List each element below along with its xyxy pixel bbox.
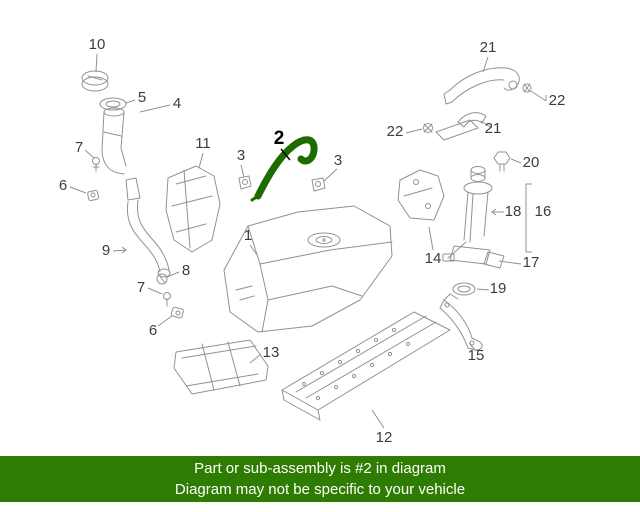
part-label-7-lower: 7: [137, 279, 145, 296]
filler-hose-part-9: [125, 177, 171, 278]
part-label-19: 19: [490, 280, 507, 297]
elbow-part-21-lower: [435, 112, 487, 141]
highlighted-hose-end: [250, 194, 260, 202]
vent-hose-part-21: [443, 67, 520, 105]
clamp-part-6-upper: [87, 189, 100, 202]
heat-shield-part-11: [165, 165, 221, 253]
part-label-17: 17: [523, 254, 540, 271]
highlighted-hose-part-2: [250, 136, 318, 202]
bolt-part-7-lower: [163, 292, 171, 307]
bolt-part-7-upper: [92, 157, 100, 172]
filler-cap-part-10: [81, 70, 109, 92]
filler-gasket-part-5: [99, 97, 127, 111]
part-label-8: 8: [182, 262, 190, 279]
part-label-21-mid: 21: [485, 120, 502, 137]
clamp-part-22-left: [423, 123, 433, 133]
part-label-7-upper: 7: [75, 139, 83, 156]
part-label-16: 16: [535, 203, 552, 220]
part-label-2-highlighted: 2: [274, 128, 285, 149]
filler-neck-part-4: [101, 107, 127, 175]
part-label-15: 15: [468, 347, 485, 364]
part-label-20: 20: [523, 154, 540, 171]
part-label-12: 12: [376, 429, 393, 446]
part-label-6-lower: 6: [149, 322, 157, 339]
part-label-9: 9: [102, 242, 110, 259]
part-label-3-left: 3: [237, 147, 245, 164]
bracket-part-14: [397, 169, 445, 221]
sender-plate-part-17: [483, 251, 505, 269]
bolt-part-20: [493, 151, 511, 172]
part-label-5: 5: [138, 89, 146, 106]
highlighted-part-leader: [280, 148, 291, 161]
part-label-6-upper: 6: [59, 177, 67, 194]
parts-diagram: 10 5 4 7 6 11 3 2 3 9 8 7 6 1 13 12 14 2…: [59, 36, 566, 446]
tank-protector-part-13: [173, 339, 269, 395]
part-label-3-right: 3: [334, 152, 342, 169]
part-label-14: 14: [425, 250, 442, 267]
skid-plate-part-12: [281, 311, 451, 421]
fuel-tank-part-1: [223, 205, 393, 333]
part-label-4: 4: [173, 95, 181, 112]
highlighted-hose-path: [254, 136, 318, 200]
part-label-10: 10: [89, 36, 106, 53]
banner-line-1: Part or sub-assembly is #2 in diagram: [194, 460, 446, 477]
part-label-18: 18: [505, 203, 522, 220]
gasket-part-19: [452, 282, 476, 296]
part-label-21-top: 21: [480, 39, 497, 56]
clamp-part-22-right: [522, 83, 532, 93]
banner-line-2: Diagram may not be specific to your vehi…: [174, 481, 466, 498]
part-label-22-left: 22: [387, 123, 404, 140]
clamp-part-6-lower: [170, 306, 184, 319]
diagram-note-banner: Part or sub-assembly is #2 in diagram Di…: [0, 456, 640, 502]
callout-leader-lines: [69, 53, 547, 429]
clamp-part-8: [156, 273, 168, 285]
part-label-13: 13: [263, 344, 280, 361]
bracket-part-15: [439, 293, 483, 351]
hose-clamp-part-3-right: [311, 177, 326, 192]
part-label-22-right: 22: [549, 92, 566, 109]
part-label-1: 1: [244, 227, 252, 244]
part-number-labels: 10 5 4 7 6 11 3 2 3 9 8 7 6 1 13 12 14 2…: [59, 36, 566, 446]
part-label-11: 11: [195, 135, 211, 152]
hose-clamp-part-3-left: [238, 175, 252, 190]
fuel-sender-part-18: [442, 166, 493, 265]
